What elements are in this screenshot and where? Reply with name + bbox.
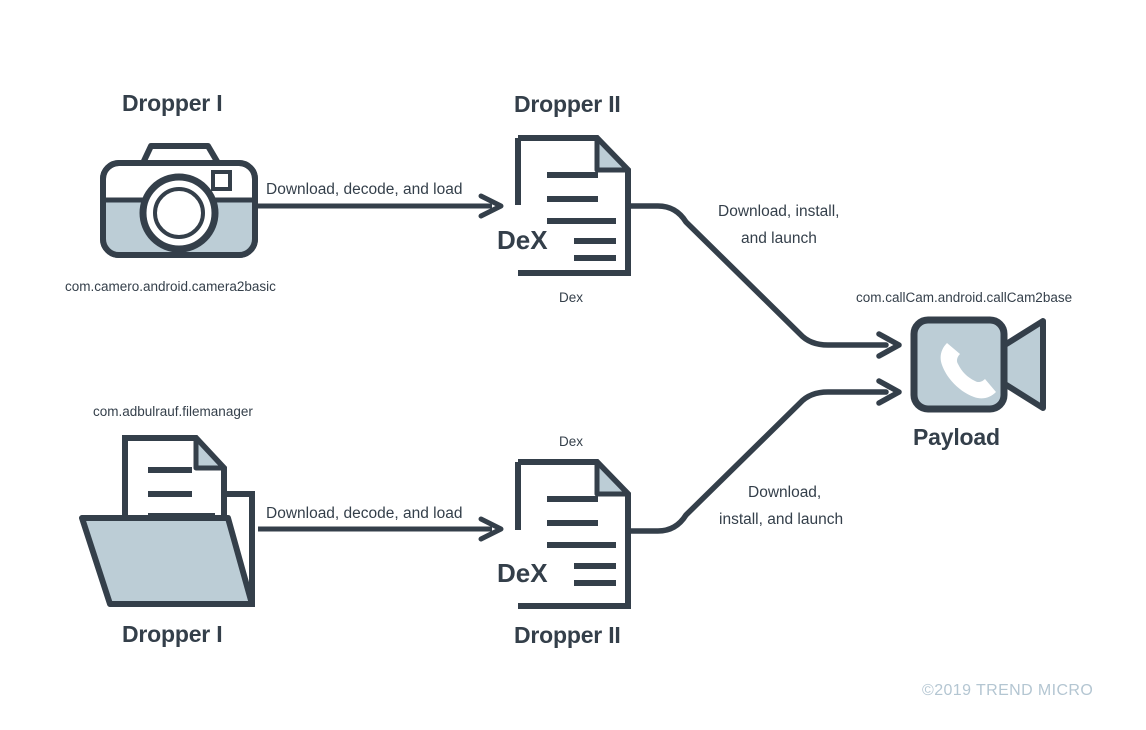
top-dropper1-package: com.camero.android.camera2basic (65, 279, 276, 294)
bottom-dropper2-caption: Dex (559, 434, 584, 449)
camera-lens-inner (153, 187, 205, 239)
arrow-head (478, 516, 504, 542)
top-dropper1-title: Dropper I (122, 90, 223, 116)
arrow-head (478, 193, 504, 219)
copyright-notice: ©2019 TREND MICRO (922, 682, 1094, 699)
camera-icon (100, 143, 258, 258)
bottom-dropper2-badge: DeX (497, 558, 548, 588)
payload-package: com.callCam.android.callCam2base (856, 290, 1073, 305)
bottom-dropper1-package: com.adbulrauf.filemanager (93, 404, 253, 419)
arrow-head (876, 378, 902, 406)
arrow-head (876, 331, 902, 359)
document-icon-top (515, 135, 631, 276)
arrow-top-dropper1-to-dropper2 (258, 193, 504, 219)
bottom-dropper1-title: Dropper I (122, 621, 223, 647)
bottom-edge1-label: Download, decode, and load (266, 505, 463, 522)
video-call-icon (910, 316, 1046, 413)
payload-title: Payload (913, 424, 1000, 450)
arrow-bottom-dropper1-to-dropper2 (258, 516, 504, 542)
document-folded-corner (594, 459, 631, 497)
folder-front-flap (79, 515, 255, 607)
bottom-edge2-label-line2: install, and launch (719, 511, 844, 528)
top-edge1-label: Download, decode, and load (266, 181, 463, 198)
camera-viewfinder-icon (211, 170, 232, 191)
document-icon-bottom (515, 459, 631, 609)
document-folded-corner (594, 135, 631, 173)
top-edge2-label-line1: Download, install, (718, 203, 840, 220)
arrow-line (625, 203, 889, 348)
top-dropper2-title: Dropper II (514, 91, 621, 117)
phone-handset-icon (940, 343, 996, 399)
top-dropper2-badge: DeX (497, 225, 548, 255)
arrow-top-dropper2-to-payload (625, 203, 902, 359)
folder-document-folded-corner (193, 435, 227, 471)
bottom-edge2-label-line1: Download, (748, 484, 822, 501)
camera-body-outline (100, 160, 258, 258)
arrow-bottom-dropper2-to-payload (625, 378, 902, 534)
folder-icon (79, 435, 255, 607)
top-dropper2-caption: Dex (559, 290, 584, 305)
top-edge2-label-line2: and launch (741, 230, 817, 247)
bottom-dropper2-title: Dropper II (514, 622, 621, 648)
arrow-line (625, 389, 889, 534)
